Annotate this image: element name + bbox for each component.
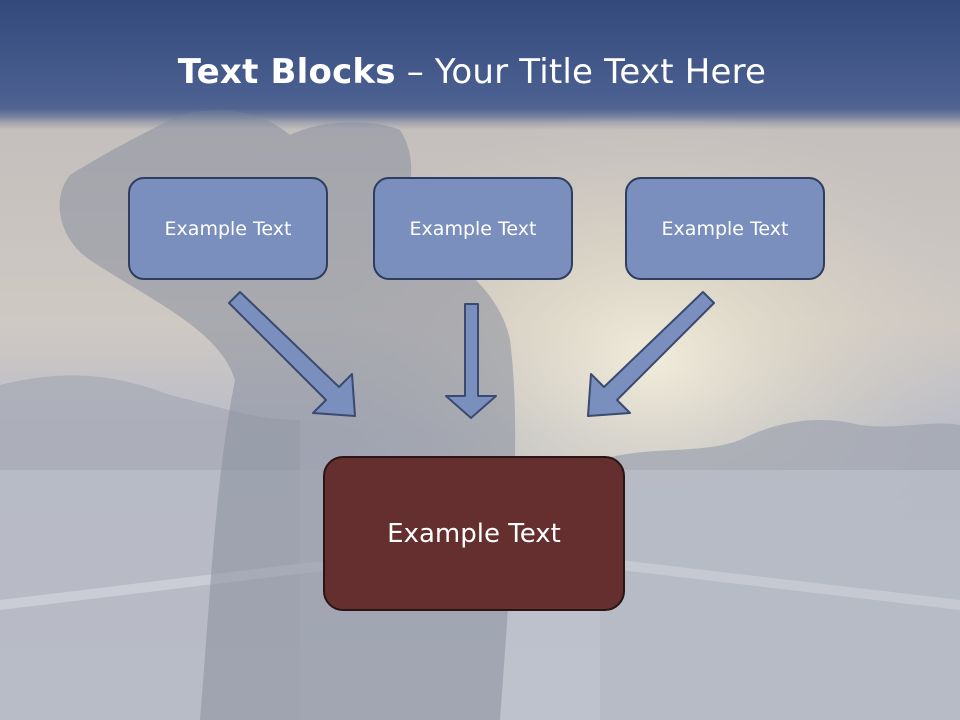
title-separator: – xyxy=(395,52,435,92)
text-block-1: Example Text xyxy=(128,177,328,280)
text-block-3-label: Example Text xyxy=(661,217,789,240)
title-rest: Your Title Text Here xyxy=(434,52,767,92)
main-text-block: Example Text xyxy=(323,456,625,611)
text-block-1-label: Example Text xyxy=(164,217,292,240)
text-block-2: Example Text xyxy=(373,177,573,280)
title-bold-part: Text Blocks xyxy=(177,52,396,92)
slide-title: Text Blocks – Your Title Text Here xyxy=(0,52,944,92)
text-block-2-label: Example Text xyxy=(409,217,537,240)
text-block-3: Example Text xyxy=(625,177,825,280)
main-text-block-label: Example Text xyxy=(387,518,561,549)
